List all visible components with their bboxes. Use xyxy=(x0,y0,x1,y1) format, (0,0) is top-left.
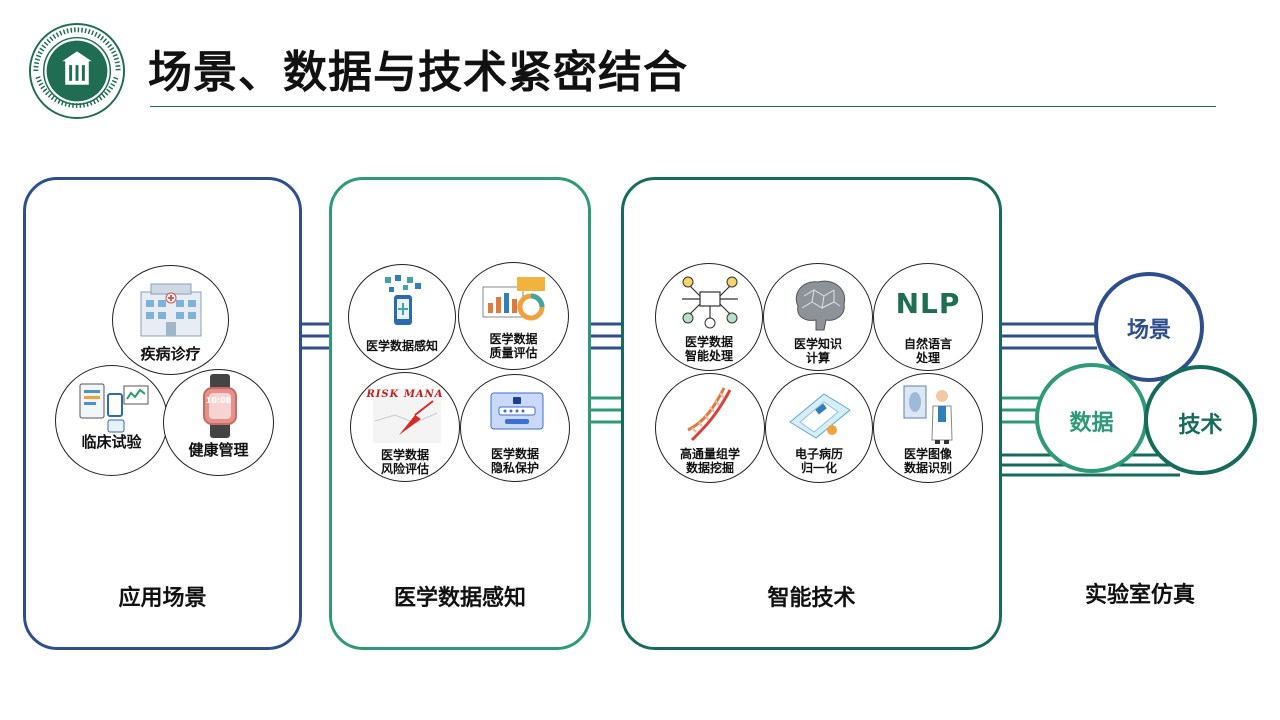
node-image-recognition: 医学图像 数据识别 xyxy=(873,373,983,483)
node-disease-diagnosis: 疾病诊疗 xyxy=(112,265,229,375)
node-omics-mining: 高通量组学 数据挖掘 xyxy=(655,373,765,483)
node-label-emr-2: 归一化 xyxy=(800,461,837,475)
watch-display: 10:08 xyxy=(205,396,232,405)
page-title: 场景、数据与技术紧密结合 xyxy=(148,47,688,98)
node-quality-assessment: 医学数据 质量评估 xyxy=(458,262,569,370)
quality-chart-icon xyxy=(482,277,545,321)
node-emr-normalization: 电子病历 归一化 xyxy=(765,373,873,483)
panel-label-scenarios: 应用场景 xyxy=(118,586,207,611)
node-label-nlp-1: 自然语言 xyxy=(903,337,952,351)
phone-data-icon xyxy=(385,275,421,325)
node-label-diagnosis: 疾病诊疗 xyxy=(140,345,201,363)
node-label-risk-2: 风险评估 xyxy=(380,462,429,476)
node-label-image-1: 医学图像 xyxy=(903,447,952,461)
smartwatch-icon xyxy=(203,374,237,438)
ring-label-technology: 技术 xyxy=(1178,413,1223,438)
node-label-image-2: 数据识别 xyxy=(903,461,952,475)
node-label-quality-1: 医学数据 xyxy=(489,332,538,346)
node-label-quality-2: 质量评估 xyxy=(489,346,538,360)
ring-data: 数据 xyxy=(1035,363,1148,473)
privacy-lock-icon xyxy=(490,392,544,430)
node-clinical-trial: 临床试验 xyxy=(55,365,168,476)
panel-label-sensing: 医学数据感知 xyxy=(393,586,526,611)
node-health-management: 10:08 健康管理 xyxy=(163,369,274,476)
node-label-knowledge-1: 医学知识 xyxy=(793,337,842,351)
node-nlp: NLP 自然语言 处理 xyxy=(873,263,983,371)
node-label-omics-1: 高通量组学 xyxy=(679,447,740,461)
node-label-privacy-2: 隐私保护 xyxy=(490,461,539,475)
clinical-devices-icon xyxy=(79,383,149,433)
medical-record-icon xyxy=(789,393,851,439)
node-risk-assessment: RISK MANA 医学数据 风险评估 xyxy=(350,372,460,482)
ring-scenario: 场景 xyxy=(1094,272,1204,382)
node-label-perception: 医学数据感知 xyxy=(365,339,438,353)
network-diagram-icon xyxy=(682,276,738,329)
ring-label-data: 数据 xyxy=(1069,411,1114,436)
nlp-logo: NLP xyxy=(895,287,961,320)
title-divider xyxy=(150,106,1216,107)
node-label-health: 健康管理 xyxy=(188,441,249,459)
ring-label-scenario: 场景 xyxy=(1126,318,1171,343)
panel-label-tech: 智能技术 xyxy=(767,586,856,611)
node-label-nlp-2: 处理 xyxy=(915,351,940,365)
node-label-knowledge-2: 计算 xyxy=(805,351,830,365)
node-label-smart-1: 医学数据 xyxy=(684,335,733,349)
node-label-emr-1: 电子病历 xyxy=(794,447,843,461)
node-label-privacy-1: 医学数据 xyxy=(490,447,539,461)
node-privacy-protection: 医学数据 隐私保护 xyxy=(460,374,570,482)
node-label-clinical-trial: 临床试验 xyxy=(81,433,142,451)
risk-management-icon xyxy=(373,389,441,443)
node-label-risk-1: 医学数据 xyxy=(380,448,429,462)
node-label-smart-2: 智能处理 xyxy=(684,349,733,363)
hospital-icon xyxy=(140,283,202,337)
node-knowledge-computing: 医学知识 计算 xyxy=(763,263,873,371)
doctor-scan-icon xyxy=(903,385,953,444)
ring-technology: 技术 xyxy=(1144,365,1257,475)
dna-icon xyxy=(687,387,732,442)
node-data-perception: 医学数据感知 xyxy=(348,264,456,370)
risk-text: RISK MANA xyxy=(366,389,444,400)
college-seal-logo xyxy=(28,22,126,120)
brain-icon xyxy=(795,280,846,331)
panel-label-lab-simulation: 实验室仿真 xyxy=(1084,583,1195,608)
node-label-omics-2: 数据挖掘 xyxy=(685,461,734,475)
node-intelligent-processing: 医学数据 智能处理 xyxy=(655,263,763,371)
